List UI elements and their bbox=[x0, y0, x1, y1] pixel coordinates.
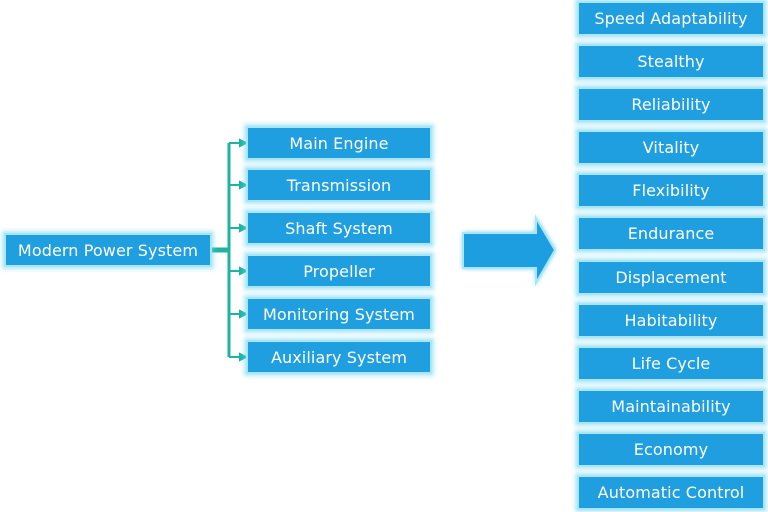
attribute-label: Stealthy bbox=[637, 52, 705, 71]
root-node-box: Modern Power System bbox=[4, 233, 212, 267]
attribute-box-endurance: Endurance bbox=[577, 216, 765, 251]
arrowhead-monitoring-system bbox=[239, 309, 249, 319]
attribute-label: Habitability bbox=[624, 311, 718, 330]
attribute-box-habitability: Habitability bbox=[577, 303, 765, 338]
attribute-label: Reliability bbox=[631, 95, 711, 114]
attribute-label: Life Cycle bbox=[631, 354, 711, 373]
component-box-auxiliary-system: Auxiliary System bbox=[246, 340, 432, 374]
component-box-main-engine: Main Engine bbox=[246, 126, 432, 160]
attribute-box-speed-adaptability: Speed Adaptability bbox=[577, 1, 765, 36]
attribute-box-life-cycle: Life Cycle bbox=[577, 346, 765, 381]
attribute-label: Displacement bbox=[615, 268, 727, 287]
attribute-box-stealthy: Stealthy bbox=[577, 44, 765, 79]
component-label: Shaft System bbox=[285, 218, 393, 238]
attribute-box-flexibility: Flexibility bbox=[577, 173, 765, 208]
component-box-propeller: Propeller bbox=[246, 254, 432, 288]
root-node-label: Modern Power System bbox=[17, 240, 199, 260]
component-label: Propeller bbox=[303, 261, 375, 281]
attribute-label: Economy bbox=[633, 440, 709, 459]
arrowhead-shaft-system bbox=[239, 223, 249, 233]
component-box-shaft-system: Shaft System bbox=[246, 211, 432, 245]
attribute-box-displacement: Displacement bbox=[577, 260, 765, 295]
component-label: Auxiliary System bbox=[270, 347, 408, 367]
attribute-box-reliability: Reliability bbox=[577, 87, 765, 122]
attribute-box-automatic-control: Automatic Control bbox=[577, 475, 765, 510]
branch-arrows bbox=[229, 138, 249, 362]
big-right-arrow bbox=[462, 214, 557, 287]
attribute-label: Speed Adaptability bbox=[594, 9, 748, 28]
component-box-monitoring-system: Monitoring System bbox=[246, 297, 432, 331]
component-box-transmission: Transmission bbox=[246, 168, 432, 202]
component-label: Transmission bbox=[286, 175, 392, 195]
attribute-label: Endurance bbox=[627, 224, 715, 243]
attribute-box-economy: Economy bbox=[577, 432, 765, 467]
arrowhead-transmission bbox=[239, 180, 249, 190]
arrowhead-auxiliary-system bbox=[239, 352, 249, 362]
arrowhead-main-engine bbox=[239, 138, 249, 148]
attribute-box-vitality: Vitality bbox=[577, 130, 765, 165]
attribute-label: Automatic Control bbox=[597, 483, 745, 502]
arrowhead-propeller bbox=[239, 266, 249, 276]
attribute-label: Flexibility bbox=[632, 181, 710, 200]
component-label: Main Engine bbox=[289, 133, 389, 153]
component-label: Monitoring System bbox=[262, 304, 415, 324]
attribute-label: Vitality bbox=[642, 138, 700, 157]
attribute-box-maintainability: Maintainability bbox=[577, 389, 765, 424]
attribute-label: Maintainability bbox=[611, 397, 731, 416]
